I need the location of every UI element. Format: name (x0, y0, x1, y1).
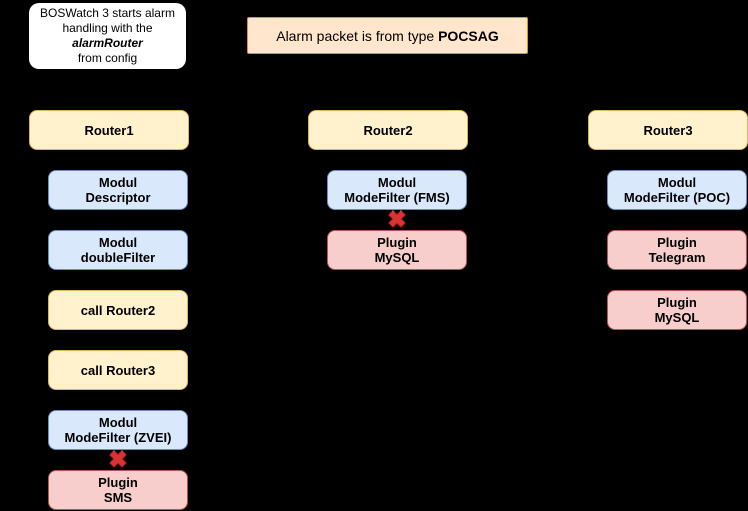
node-router1: Router1 (29, 110, 189, 150)
node-label: Modul (98, 235, 138, 250)
blocked-cross-icon: ✖ (387, 207, 407, 232)
node-call-router2: call Router2 (48, 290, 188, 330)
start-note-line4: from config (77, 51, 138, 65)
node-label: MySQL (374, 250, 420, 265)
node-label: call Router3 (80, 362, 156, 378)
node-label: MySQL (654, 310, 700, 325)
node-label: Router1 (84, 122, 134, 138)
node-label: Modul (377, 175, 417, 190)
node-label: Descriptor (85, 190, 151, 205)
start-note-line2: handling with the (62, 21, 153, 35)
node-label: Modul (98, 415, 138, 430)
start-note-line1: BOSWatch 3 starts alarm (40, 6, 175, 20)
node-label: Plugin (657, 295, 697, 310)
node-label: doubleFilter (80, 250, 156, 265)
alarm-type-note: Alarm packet is from type POCSAG (247, 17, 528, 54)
node-label: Plugin (98, 475, 138, 490)
blocked-cross-icon: ✖ (108, 447, 128, 472)
node-label: ModeFilter (ZVEI) (64, 430, 172, 445)
node-label: Router3 (643, 122, 693, 138)
node-call-router3: call Router3 (48, 350, 188, 390)
node-label: Router2 (363, 122, 413, 138)
node-label: Modul (98, 175, 138, 190)
node-label: ModeFilter (FMS) (344, 190, 450, 205)
start-note: BOSWatch 3 starts alarm handling with th… (29, 3, 186, 69)
alarm-type-note-text: Alarm packet is from type (276, 27, 439, 44)
node-router3: Router3 (588, 110, 748, 150)
node-label: Plugin (377, 235, 417, 250)
node-label: SMS (103, 490, 133, 505)
node-label: ModeFilter (POC) (623, 190, 731, 205)
node-label: call Router2 (80, 302, 156, 318)
node-label: Plugin (657, 235, 697, 250)
alarm-type-note-type: POCSAG (438, 27, 499, 44)
start-note-alarmrouter: alarmRouter (72, 36, 143, 50)
node-router2: Router2 (308, 110, 468, 150)
node-label: Telegram (648, 250, 706, 265)
node-label: Modul (657, 175, 697, 190)
